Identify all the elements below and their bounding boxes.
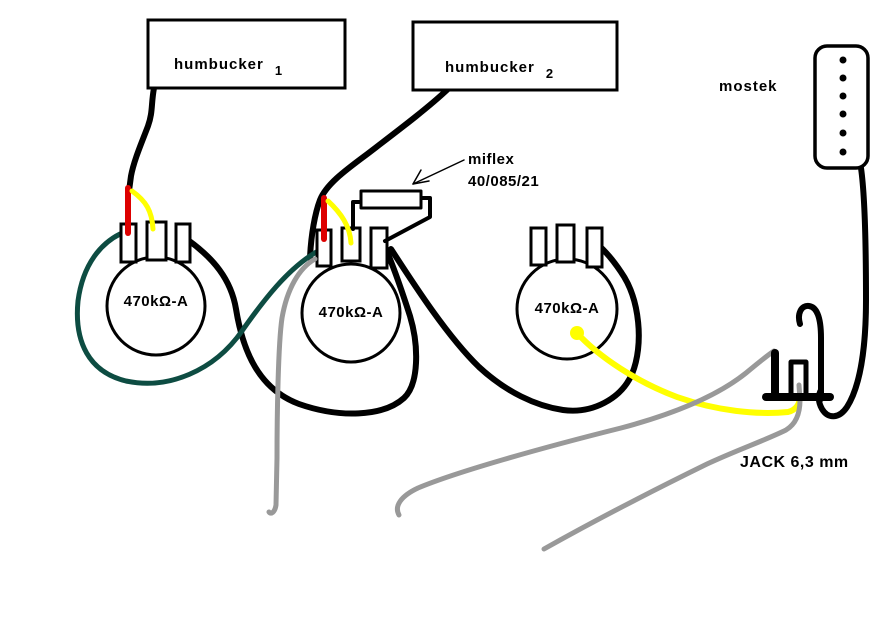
humbucker2-hot-wire <box>307 86 451 261</box>
humbucker1-label-text: humbucker <box>174 56 264 73</box>
gray-wire-to-jack-sleeve <box>394 348 777 518</box>
jack-tip-contact <box>788 359 809 400</box>
bridge-pickup-wire <box>815 165 869 420</box>
pot2-body <box>300 262 402 364</box>
bridge-pickup-body <box>813 44 870 170</box>
jack-spring-contact <box>796 302 824 402</box>
bridge-pole-dots <box>839 56 847 156</box>
capacitor-arrow-line <box>412 159 465 185</box>
pot1-value-label: 470kΩ-A <box>123 293 189 310</box>
pot3-value-label: 470kΩ-A <box>534 300 600 317</box>
pot1-terminal-3 <box>174 222 192 264</box>
wire-pot1-to-pot2-ground-loop <box>185 237 420 417</box>
pot1-terminal-2 <box>145 220 168 262</box>
jack-socket <box>762 302 834 402</box>
pot3-terminal-2 <box>555 223 576 264</box>
bridge-label: mostek <box>719 78 778 95</box>
humbucker2-box <box>411 20 619 92</box>
pot2-yellow-lead <box>325 198 354 246</box>
gray-wire-to-jack-tip <box>541 382 803 552</box>
humbucker2-label: humbucker 2 <box>445 59 553 81</box>
jack-label: JACK 6,3 mm <box>740 454 849 471</box>
humbucker1-label: humbucker 1 <box>174 56 282 78</box>
capacitor-arrow-head <box>412 169 430 185</box>
capacitor-model: 40/085/21 <box>468 172 540 190</box>
capacitor-lead-left <box>351 200 363 231</box>
pot3-terminal-1 <box>529 226 548 267</box>
capacitor-name: miflex <box>468 151 515 168</box>
capacitor-label: miflex 40/085/21 <box>468 152 539 190</box>
wire-pot2-to-pot3-ground-loop <box>388 240 642 414</box>
wire-pot1-to-pot2-teal <box>74 231 321 386</box>
pot1-yellow-lead <box>129 188 156 232</box>
gray-wire-pot2-down <box>266 256 318 516</box>
pot3-terminal-3 <box>585 226 604 269</box>
capacitor-lead-right <box>383 196 432 243</box>
wire-pot3-to-jack-yellow <box>574 330 803 416</box>
pot2-terminal-3 <box>369 226 389 270</box>
humbucker2-number: 2 <box>545 66 554 81</box>
pot2-value-label: 470kΩ-A <box>318 304 384 321</box>
humbucker1-hot-wire <box>126 85 157 194</box>
humbucker1-box <box>146 18 347 90</box>
capacitor-body <box>359 189 423 210</box>
humbucker1-number: 1 <box>274 63 283 78</box>
humbucker2-label-text: humbucker <box>445 59 535 76</box>
